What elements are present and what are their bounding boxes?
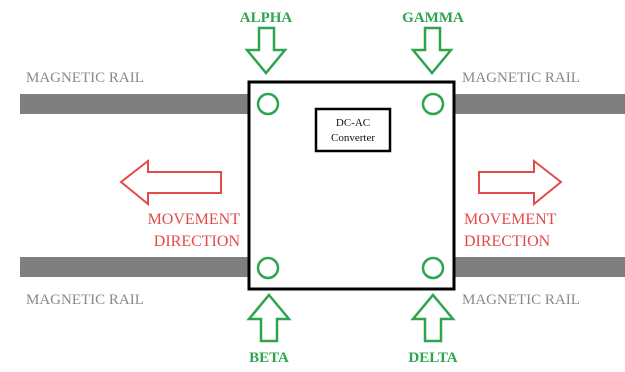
movement-label-right-line2: DIRECTION xyxy=(464,233,551,250)
magnetic-rail-bottom-left xyxy=(20,257,248,277)
movement-label-left-line1: MOVEMENT xyxy=(148,211,241,228)
sensor-circle-delta xyxy=(421,256,445,280)
converter-label-line2: Converter xyxy=(331,132,375,144)
arrow-up-icon-beta xyxy=(246,293,292,343)
movement-label-right-line1: MOVEMENT xyxy=(464,211,557,228)
sensor-label-delta: DELTA xyxy=(408,350,457,366)
arrow-down-icon-alpha xyxy=(244,26,288,75)
sensor-circle-beta xyxy=(256,256,280,280)
sensor-label-beta: BETA xyxy=(249,350,289,366)
rail-label-top-left: MAGNETIC RAIL xyxy=(26,70,144,86)
converter-label-line1: DC-AC xyxy=(336,117,370,129)
magnetic-rail-top-right xyxy=(455,94,625,114)
converter-box xyxy=(314,107,392,153)
magnetic-rail-top-left xyxy=(20,94,248,114)
rail-label-bottom-left: MAGNETIC RAIL xyxy=(26,292,144,308)
sensor-circle-alpha xyxy=(256,92,280,116)
sensor-label-gamma: GAMMA xyxy=(402,10,464,26)
movement-label-left-line2: DIRECTION xyxy=(154,233,241,250)
sensor-label-alpha: ALPHA xyxy=(240,10,293,26)
arrow-left-icon-movement xyxy=(119,158,222,207)
magnetic-rail-bottom-right xyxy=(455,257,625,277)
sensor-circle-gamma xyxy=(421,92,445,116)
arrow-right-icon-movement xyxy=(478,158,563,207)
arrow-down-icon-gamma xyxy=(410,26,454,75)
rail-label-bottom-right: MAGNETIC RAIL xyxy=(462,292,580,308)
rail-label-top-right: MAGNETIC RAIL xyxy=(462,70,580,86)
arrow-up-icon-delta xyxy=(410,293,456,343)
